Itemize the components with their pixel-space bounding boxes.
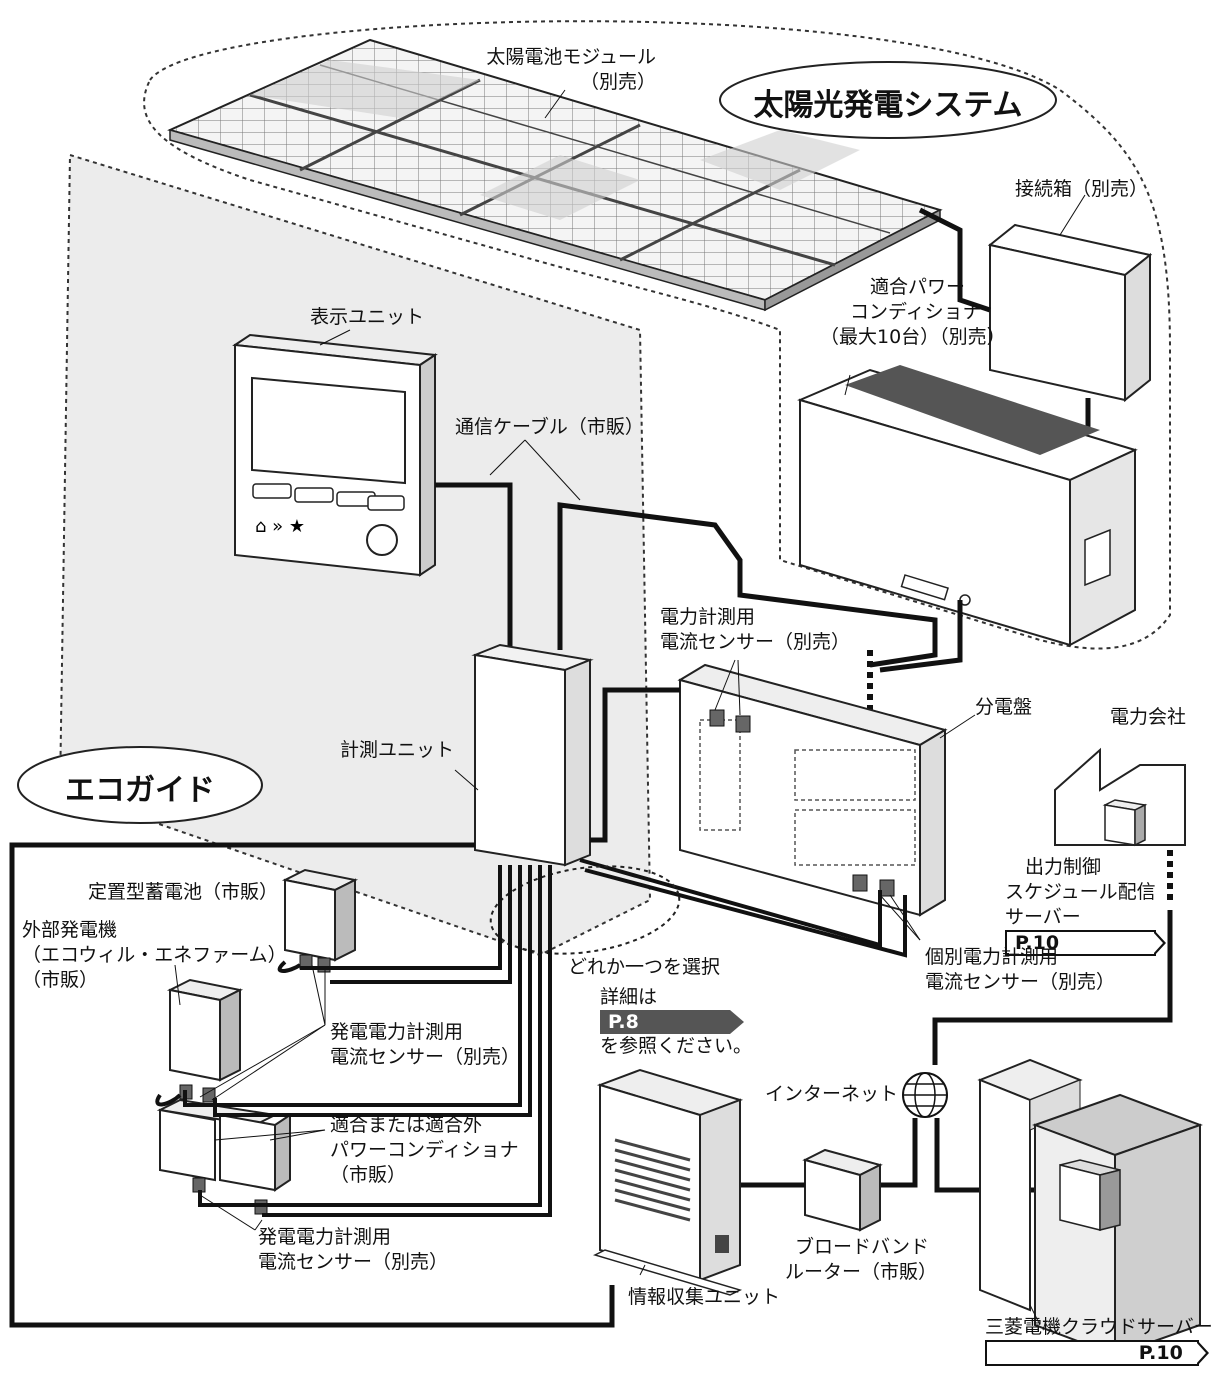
other-power-conditioners [156, 1098, 291, 1215]
choose-one-label: どれか一つを選択 [568, 956, 721, 978]
ecoguide-title: エコガイド [65, 773, 215, 808]
schedule-server-label: 出力制御スケジュール配信 サーバー P.10 [1005, 856, 1166, 956]
details-ref[interactable]: P.8 [600, 1010, 745, 1034]
comm-cable-label: 通信ケーブル（市販） [455, 416, 644, 438]
power-company-label: 電力会社 [1110, 706, 1187, 728]
choice-ellipse [489, 865, 681, 955]
internet-label: インターネット [765, 1083, 899, 1105]
external-generator [166, 978, 244, 1103]
indiv-sensor-label: 個別電力計測用電流センサー（別売） [925, 946, 1116, 993]
power-sensor-label: 電力計測用電流センサー（別売） [660, 606, 851, 653]
information-collection-unit [592, 1068, 744, 1296]
cloud-server-label: 三菱電機クラウドサーバー P.10 [985, 1316, 1213, 1366]
gen-sensor-label-a: 発電電力計測用電流センサー（別売） [330, 1021, 521, 1068]
battery-label: 定置型蓄電池（市販） [88, 881, 279, 903]
junction-box [987, 223, 1153, 403]
distribution-panel [677, 663, 948, 917]
solar-system-title-ellipse [719, 61, 1057, 139]
info-unit-label: 情報収集ユニット [628, 1286, 781, 1308]
display-unit: ⌂ » ★ [232, 333, 438, 577]
internet-globe-icon [902, 1072, 948, 1118]
ecoguide-title-ellipse [17, 746, 263, 824]
gen-sensor-label-b: 発電電力計測用電流センサー（別売） [258, 1226, 449, 1273]
cloud-server-ref[interactable]: P.10 [985, 1340, 1209, 1366]
panelboard-label: 分電盤 [975, 696, 1033, 718]
cloud-server [977, 1058, 1203, 1357]
solar-system-region [143, 20, 1171, 650]
solar-panel-array [167, 38, 943, 312]
solar-module-label: 太陽電池モジュール（別売） [486, 46, 657, 93]
other-pcs-label: 適合または適合外パワーコンディショナ（市販） [330, 1114, 519, 1186]
display-unit-label: 表示ユニット [310, 306, 425, 328]
svg-text:⌂ » ★: ⌂ » ★ [255, 516, 305, 537]
solar-system-title: 太陽光発電システム [753, 88, 1023, 123]
external-generator-label: 外部発電機（エコウィル・エネファーム）（市販） [22, 919, 287, 991]
storage-battery [281, 868, 359, 973]
junction-box-label: 接続箱（別売） [1015, 178, 1149, 200]
power-company-building [1054, 747, 1186, 847]
schedule-server-ref[interactable]: P.10 [1005, 930, 1166, 956]
router-label: ブロードバンドルーター（市販） [785, 1236, 938, 1283]
power-conditioner-label: 適合パワーコンディショナ（最大10台）（別売） [820, 276, 1006, 348]
measurement-unit [471, 643, 594, 867]
power-conditioner [797, 365, 1138, 647]
broadband-router [802, 1148, 883, 1232]
measurement-unit-label: 計測ユニット [340, 739, 455, 761]
